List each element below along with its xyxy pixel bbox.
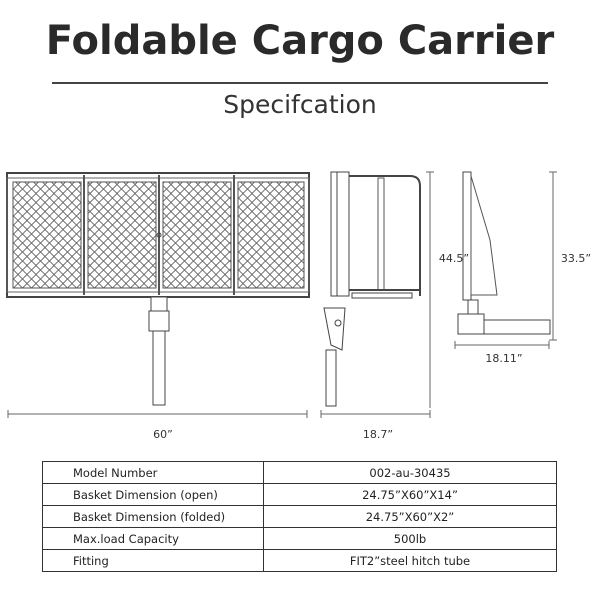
spec-value: 24.75”X60”X14”: [263, 483, 557, 506]
spec-label: Max.load Capacity: [42, 527, 264, 550]
spec-table: Model Number 002-au-30435 Basket Dimensi…: [42, 461, 557, 572]
table-row: Basket Dimension (open) 24.75”X60”X14”: [42, 483, 557, 506]
table-row: Max.load Capacity 500lb: [42, 527, 557, 550]
side-view-drawing: [323, 171, 421, 407]
length-dimension-label: 60”: [153, 428, 173, 441]
height-dimension-label: 44.5”: [439, 252, 469, 265]
depth-dimension-label: 18.7”: [363, 428, 393, 441]
table-row: Fitting FIT2”steel hitch tube: [42, 549, 557, 572]
title-divider: [52, 82, 548, 84]
folded-view-drawing: [457, 171, 551, 335]
spec-value: 24.75”X60”X2”: [263, 505, 557, 528]
spec-value: 002-au-30435: [263, 461, 557, 484]
spec-value: FIT2”steel hitch tube: [263, 549, 557, 572]
table-row: Basket Dimension (folded) 24.75”X60”X2”: [42, 505, 557, 528]
dimension-lines: [7, 171, 557, 418]
page-title: Foldable Cargo Carrier: [45, 18, 555, 64]
page-subtitle: Specifcation: [223, 90, 377, 119]
folded-height-dimension-label: 33.5”: [561, 252, 591, 265]
spec-label: Basket Dimension (open): [42, 483, 264, 506]
folded-depth-dimension-label: 18.11”: [485, 352, 522, 365]
table-row: Model Number 002-au-30435: [42, 461, 557, 484]
spec-value: 500lb: [263, 527, 557, 550]
front-view-drawing: [6, 172, 310, 406]
spec-label: Model Number: [42, 461, 264, 484]
spec-label: Basket Dimension (folded): [42, 505, 264, 528]
carrier-drawings: 60” 18.7” 44.5” 18.11” 33.5”: [6, 171, 591, 441]
spec-label: Fitting: [42, 549, 264, 572]
